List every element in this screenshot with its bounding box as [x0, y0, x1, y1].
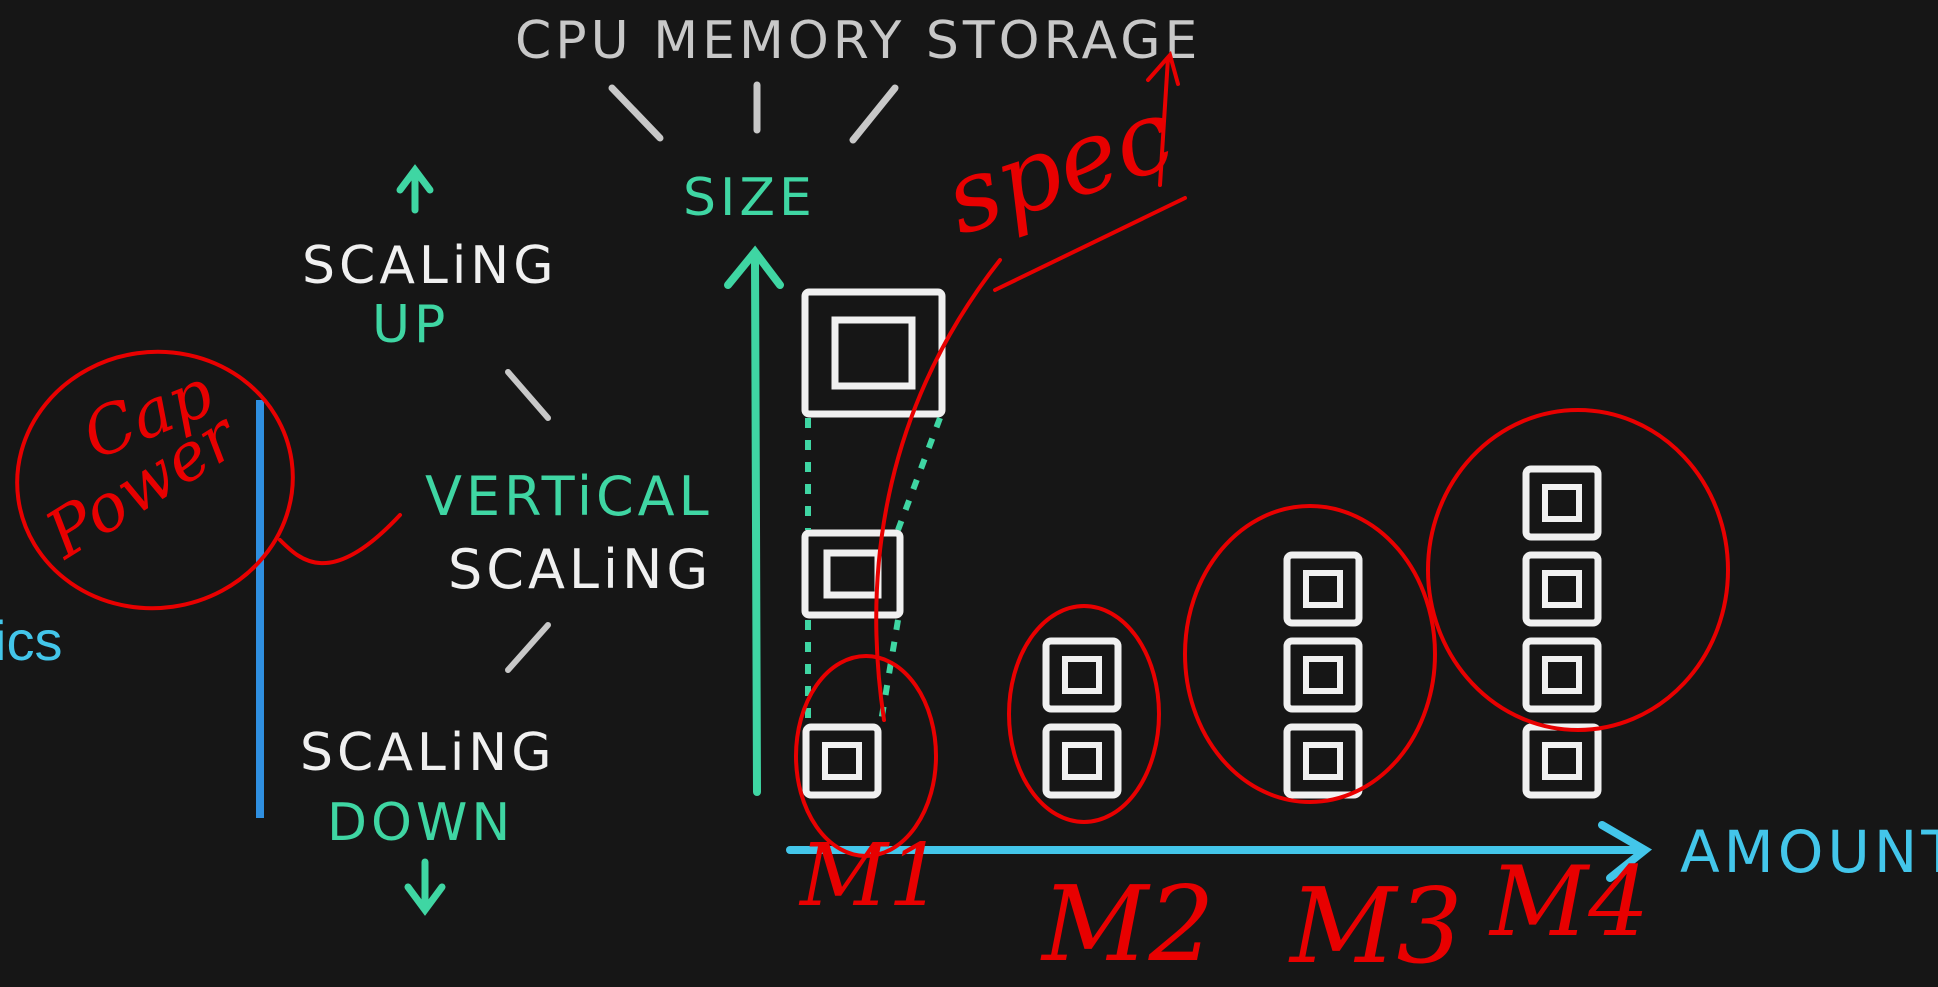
circle-m3 [1183, 504, 1437, 804]
scaling-down-line1: SCALiNG [300, 723, 556, 783]
circle-m1 [794, 654, 938, 858]
m1-label: M1 [798, 826, 943, 926]
server-m4-2 [1522, 637, 1602, 713]
scale-down-arrow [404, 858, 446, 916]
server-m4-1 [1522, 723, 1602, 799]
circle-m2 [1007, 604, 1161, 824]
edge-text: ics [0, 609, 62, 672]
circle-cap-power [15, 349, 295, 611]
amount-label: AMOUNT [1680, 818, 1938, 886]
vertical-scaling-line2: SCALiNG [448, 538, 712, 601]
circle-m4 [1426, 408, 1730, 732]
m4-label: M4 [1488, 846, 1649, 958]
cap-power-tail [278, 513, 402, 566]
vertical-scaling-line1: VERTiCAL [425, 465, 713, 528]
scaling-up-line2: UP [372, 295, 449, 355]
connector-down [505, 622, 551, 673]
m3-label: M3 [1288, 865, 1463, 987]
spec-up-arrow [1146, 50, 1180, 187]
size-axis [724, 245, 784, 796]
server-m3-1 [1283, 723, 1363, 799]
scaling-down-line2: DOWN [327, 793, 514, 853]
amount-axis [786, 821, 1653, 882]
resources-label: CPU MEMORY STORAGE [515, 11, 1201, 71]
server-m1-1 [802, 723, 882, 799]
spec-handwriting: spec [931, 75, 1186, 258]
spec-arrow-curve [874, 258, 1002, 722]
server-stacks [802, 465, 1602, 799]
server-m2-1 [1042, 723, 1122, 799]
size-label: SIZE [683, 168, 816, 228]
server-m4-3 [1522, 551, 1602, 627]
connector-up [505, 369, 551, 421]
server-m3-3 [1283, 551, 1363, 627]
red-annotations [15, 50, 1730, 858]
server-medium [801, 529, 904, 619]
m2-label: M2 [1040, 863, 1215, 985]
server-m2-2 [1042, 637, 1122, 713]
scale-up-arrow [396, 164, 434, 214]
server-m3-2 [1283, 637, 1363, 713]
scaling-up-line1: SCALiNG [302, 236, 558, 296]
spec-underline [993, 196, 1187, 292]
resource-strokes [608, 81, 899, 144]
server-m4-4 [1522, 465, 1602, 541]
